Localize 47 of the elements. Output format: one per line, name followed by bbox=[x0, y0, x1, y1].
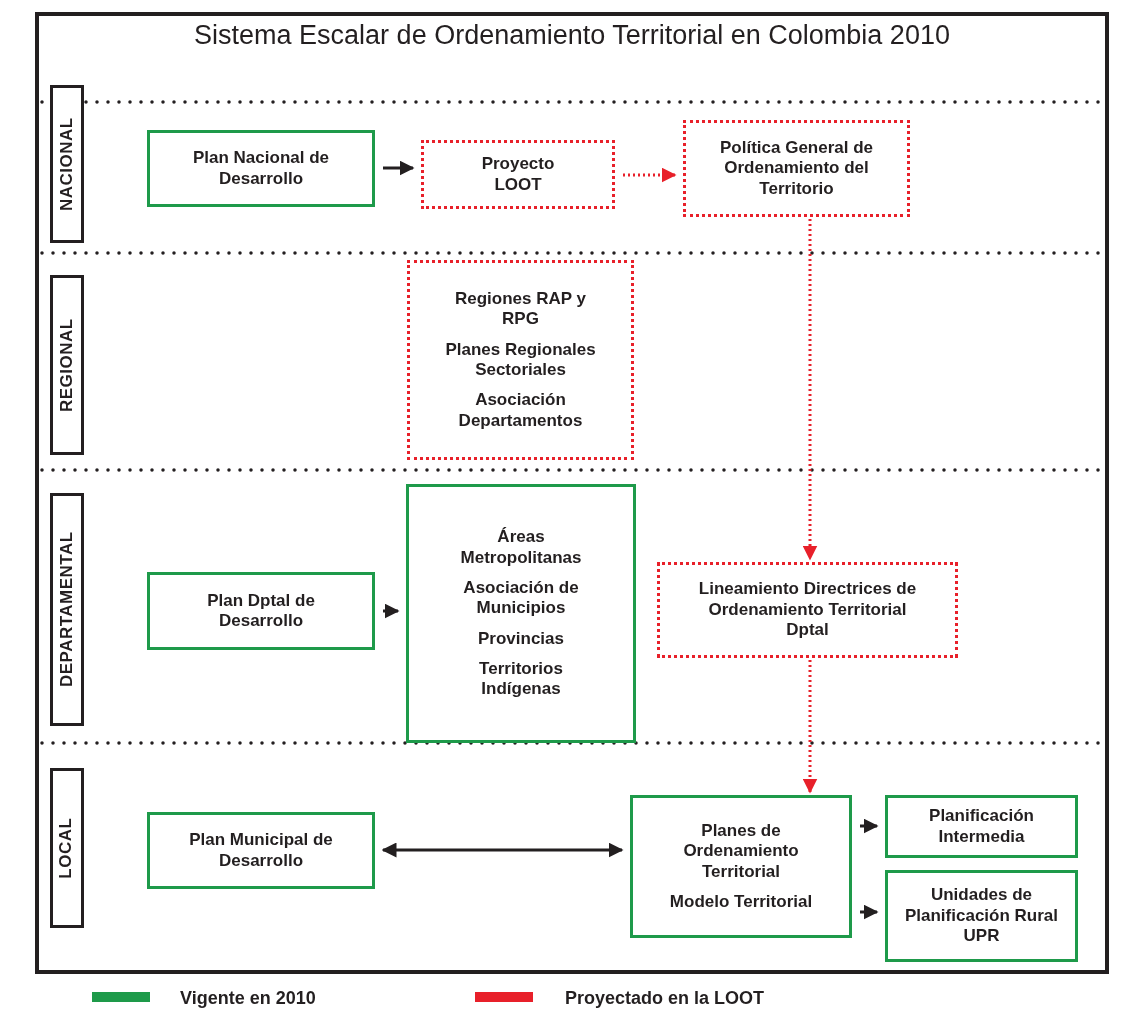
box-text: Proyecto LOOT bbox=[480, 154, 556, 195]
process-box bbox=[147, 572, 375, 650]
arrow bbox=[860, 904, 879, 920]
process-box bbox=[406, 484, 636, 743]
process-box bbox=[407, 260, 634, 460]
box-text: Áreas Metropolitanas bbox=[459, 527, 583, 568]
arrow bbox=[860, 818, 879, 834]
box-text: Provincias bbox=[478, 628, 564, 650]
box-text: Plan Nacional de Desarrollo bbox=[191, 148, 330, 189]
legend-label: Vigente en 2010 bbox=[180, 988, 316, 1009]
level-label-box bbox=[50, 85, 84, 243]
level-label-box bbox=[50, 493, 84, 726]
box-text: Modelo Territorial bbox=[669, 891, 813, 913]
arrow bbox=[381, 842, 624, 858]
level-label: NACIONAL bbox=[56, 117, 77, 211]
box-text: Planes de Ordenamiento Territorial bbox=[682, 820, 800, 882]
arrow bbox=[802, 660, 818, 794]
legend-label: Proyectado en la LOOT bbox=[565, 988, 765, 1009]
box-text: Plan Dptal de Desarrollo bbox=[206, 590, 316, 632]
box-text: Unidades de Planificación Rural UPR bbox=[903, 885, 1059, 947]
level-label: LOCAL bbox=[56, 817, 77, 879]
process-box bbox=[885, 870, 1078, 962]
process-box bbox=[683, 120, 910, 217]
box-text: Política General de Ordenamiento del Territorio bbox=[718, 137, 875, 200]
process-box bbox=[630, 795, 852, 938]
arrow bbox=[802, 219, 818, 561]
level-label: REGIONAL bbox=[56, 318, 77, 412]
box-text: Asociación Departamentos bbox=[457, 390, 584, 432]
level-label: DEPARTAMENTAL bbox=[56, 531, 77, 688]
box-text: Asociación de Municipios bbox=[462, 577, 580, 619]
box-text: Lineamiento Directrices de Ordenamiento Territorial Dptal bbox=[697, 579, 918, 641]
process-box bbox=[147, 812, 375, 889]
level-label-box bbox=[50, 275, 84, 455]
arrow bbox=[383, 603, 400, 619]
level-label-box bbox=[50, 768, 84, 928]
process-box bbox=[421, 140, 615, 209]
process-box bbox=[657, 562, 958, 658]
box-text: Planes Regionales Sectoriales bbox=[444, 339, 597, 381]
box-text: Territorios Indígenas bbox=[478, 659, 564, 700]
box-text: Regiones RAP y RPG bbox=[454, 288, 587, 330]
arrow bbox=[623, 167, 677, 183]
arrow bbox=[383, 160, 415, 176]
diagram-title: Sistema Escalar de Ordenamiento Territorial en Colombia 2010 bbox=[193, 20, 951, 51]
process-box bbox=[885, 795, 1078, 858]
box-text: Planificación Intermedia bbox=[928, 806, 1035, 847]
box-text: Plan Municipal de Desarrollo bbox=[188, 830, 334, 871]
process-box bbox=[147, 130, 375, 207]
